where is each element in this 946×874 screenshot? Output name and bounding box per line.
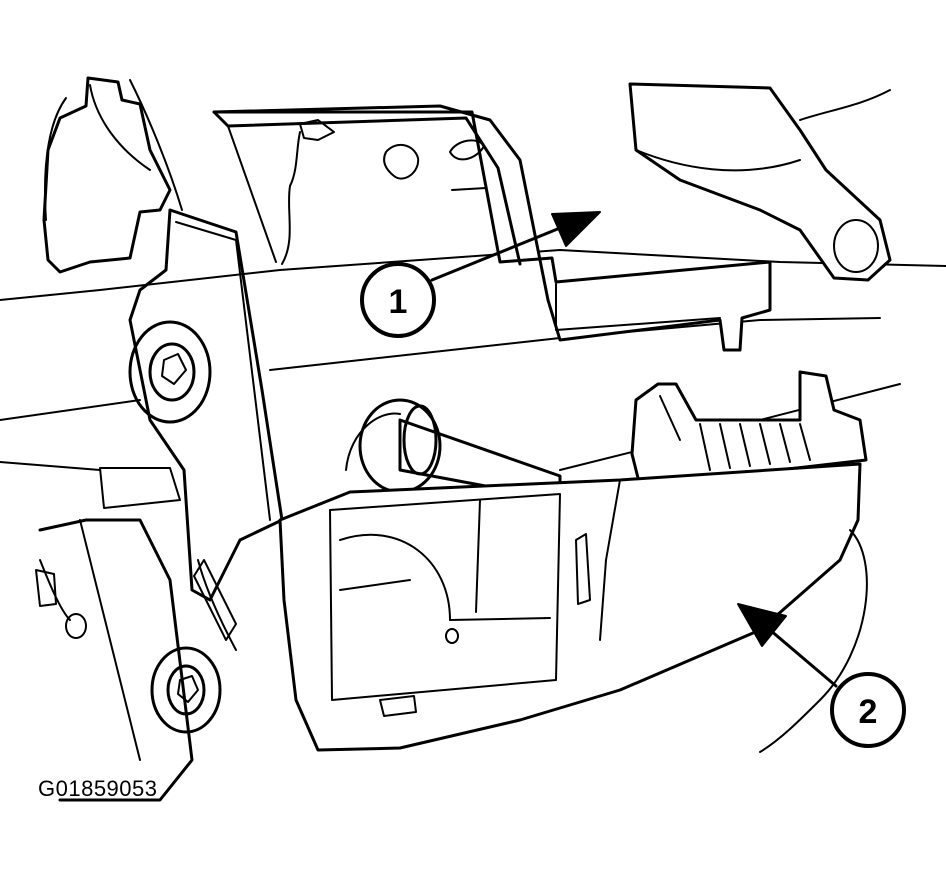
bolt-upper xyxy=(128,320,212,424)
shroud-panel-left xyxy=(128,208,284,602)
callout-2-arrow xyxy=(737,603,838,688)
callout-1-circle: 1 xyxy=(360,262,436,338)
lower-shroud xyxy=(278,462,862,752)
lower-left-bracket xyxy=(0,461,237,802)
callout-2-label: 2 xyxy=(859,693,878,731)
callout-2-circle: 2 xyxy=(830,672,906,748)
shroud-outer-contour xyxy=(759,529,868,753)
upper-left-bracket xyxy=(42,76,183,274)
upper-shroud xyxy=(212,104,772,352)
figure-id-code: G01859053 xyxy=(38,776,158,801)
callout-1-label: 1 xyxy=(389,283,408,321)
column-stalk-lever xyxy=(628,82,892,282)
callout-1-arrow xyxy=(430,211,601,282)
